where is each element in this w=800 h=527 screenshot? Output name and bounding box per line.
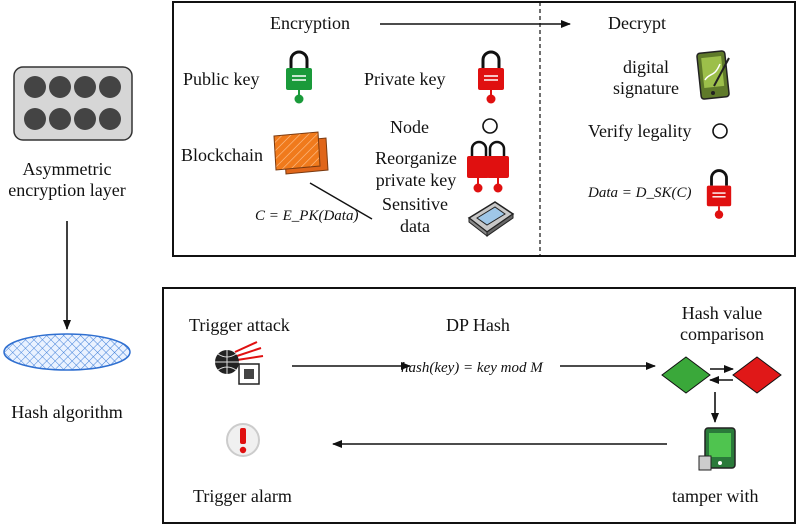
sensitive-data-icon [467, 201, 515, 238]
hash-formula: hash(key) = key mod M [401, 360, 543, 376]
trigger-attack-icon [215, 341, 264, 385]
encryption-panel [172, 1, 796, 257]
asymmetric-label-line2: encryption layer [8, 180, 126, 200]
reorganize-label-line1: Reorganize [375, 148, 457, 168]
trigger-alarm-label: Trigger alarm [193, 486, 292, 506]
verify-circle [712, 123, 728, 139]
public-key-lock-icon [286, 50, 312, 104]
hash-algorithm-label: Hash algorithm [11, 402, 123, 422]
private-key-lock-icon [478, 50, 504, 104]
encrypt-formula: C = E_PK(Data) [255, 208, 359, 224]
decrypt-label: Decrypt [608, 13, 666, 33]
digital-label-line2: signature [613, 78, 679, 98]
hash-panel [162, 287, 796, 524]
decrypt-lock-icon [706, 169, 732, 219]
compare-diamond-green [661, 356, 711, 394]
encryption-layer-icon [13, 66, 133, 141]
compare-diamond-red [732, 356, 782, 394]
private-key-label: Private key [364, 69, 446, 89]
reorganize-label-line2: private key [375, 170, 457, 190]
blockchain-label: Blockchain [181, 145, 263, 165]
dp-hash-label: DP Hash [446, 315, 510, 335]
hash-value-label-line2: comparison [680, 324, 764, 344]
hash-ellipse [3, 333, 131, 371]
verify-legality-label: Verify legality [588, 121, 692, 141]
digital-label-line1: digital [623, 57, 669, 77]
alarm-icon [226, 423, 260, 457]
sensitive-label-line2: data [400, 216, 430, 236]
asymmetric-label-line1: Asymmetric [22, 159, 112, 179]
tamper-with-label: tamper with [672, 486, 759, 506]
public-key-label: Public key [183, 69, 260, 89]
encryption-label: Encryption [270, 13, 350, 33]
node-circle [482, 118, 498, 134]
sensitive-label-line1: Sensitive [382, 194, 448, 214]
blockchain-icon [273, 131, 329, 175]
trigger-attack-label: Trigger attack [189, 315, 290, 335]
digital-signature-icon [696, 50, 730, 100]
hash-value-label-line1: Hash value [681, 303, 763, 323]
node-label: Node [390, 117, 429, 137]
reorganize-lock-icon [467, 140, 509, 193]
blockchain-connector [309, 182, 373, 220]
tamper-icon [698, 427, 736, 471]
decrypt-formula: Data = D_SK(C) [588, 185, 692, 201]
